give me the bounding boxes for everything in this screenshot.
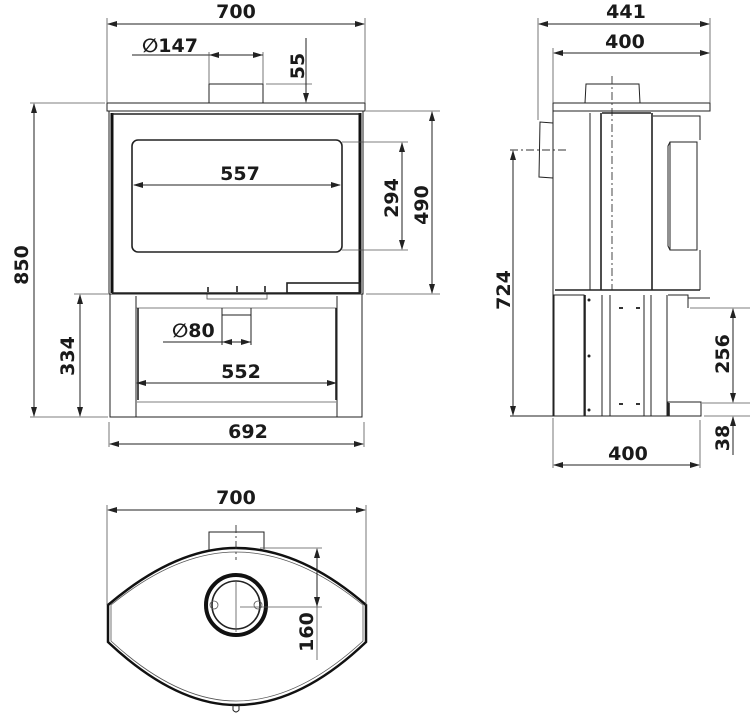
side-log-panel bbox=[553, 294, 585, 417]
dim-glass-height: 294 bbox=[381, 178, 403, 218]
dim-log-store-width: 552 bbox=[221, 361, 261, 383]
flue-ring-outer bbox=[204, 573, 268, 637]
dim-foot-height: 38 bbox=[712, 425, 734, 451]
top-handle bbox=[232, 705, 240, 713]
dim-firebox-height: 490 bbox=[411, 185, 433, 225]
air-inlet-pipe bbox=[221, 308, 252, 345]
top-plate bbox=[106, 102, 366, 112]
dim-base-depth: 400 bbox=[608, 443, 648, 465]
dim-flue-height: 55 bbox=[287, 53, 309, 79]
dim-overall-width: 700 bbox=[216, 1, 256, 23]
top-outline bbox=[106, 546, 368, 707]
stove-body bbox=[108, 110, 364, 295]
front-view: 700 ∅147 55 850 334 490 294 557 ∅80 552 bbox=[11, 1, 440, 447]
log-store-frame bbox=[109, 293, 363, 418]
side-air-inlet bbox=[668, 294, 710, 308]
dim-overall-depth: 441 bbox=[606, 1, 646, 23]
top-view: 700 160 bbox=[106, 487, 368, 713]
flue-bolt bbox=[209, 600, 219, 610]
dim-top-overall-width: 700 bbox=[216, 487, 256, 509]
dim-flue-offset: 160 bbox=[296, 612, 318, 652]
dim-overall-height: 850 bbox=[11, 245, 33, 285]
door-glass bbox=[131, 139, 343, 253]
dim-air-inlet-height: 256 bbox=[712, 334, 734, 374]
top-inner-outline bbox=[110, 551, 364, 702]
top-flue-collar bbox=[208, 531, 265, 550]
flue-collar bbox=[208, 83, 264, 103]
dim-log-store-height: 334 bbox=[57, 336, 79, 376]
dim-rear-flue-height: 724 bbox=[493, 270, 515, 310]
dim-base-width: 692 bbox=[228, 421, 268, 443]
side-foot bbox=[667, 401, 702, 417]
dim-body-depth: 400 bbox=[605, 31, 645, 53]
flue-bolt bbox=[253, 600, 263, 610]
dim-flue-diameter: ∅147 bbox=[142, 35, 198, 57]
side-flue-collar bbox=[584, 83, 641, 104]
air-control bbox=[206, 293, 268, 300]
ash-drawer bbox=[286, 282, 361, 294]
side-view: 441 400 724 256 38 400 bbox=[493, 1, 750, 468]
side-top-plate bbox=[552, 102, 711, 112]
rear-flue-outlet bbox=[538, 121, 554, 179]
side-door bbox=[653, 115, 701, 290]
dim-glass-width: 557 bbox=[220, 163, 260, 185]
dim-air-inlet-diameter: ∅80 bbox=[172, 320, 215, 342]
